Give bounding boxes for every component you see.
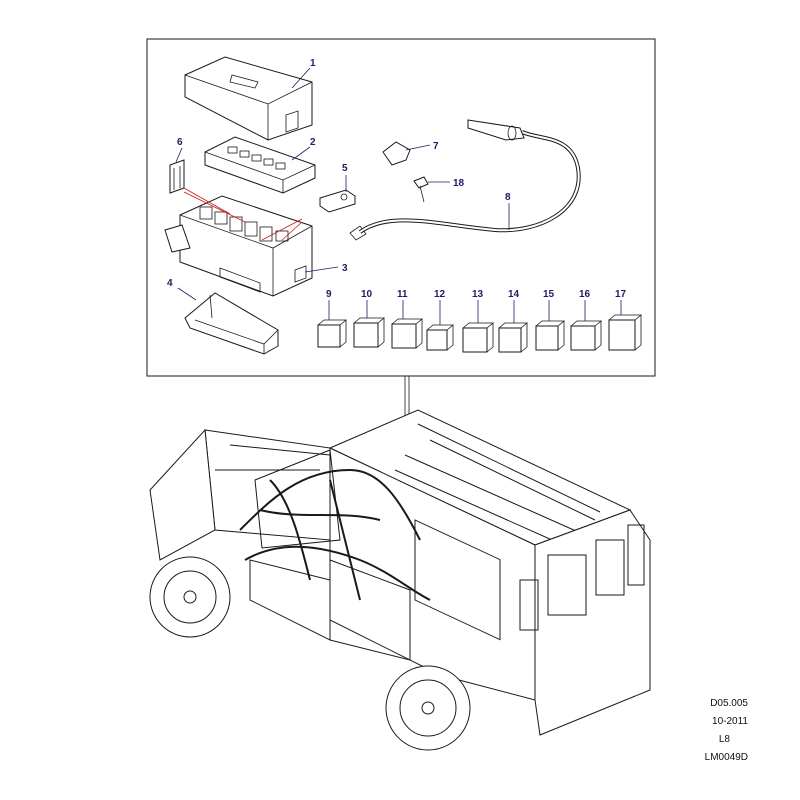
callout-relay: 9 (326, 289, 332, 300)
leader-lines (175, 67, 622, 325)
clip-icon (382, 141, 411, 166)
inset-frame (146, 38, 656, 377)
callout-relay: 16 (579, 289, 591, 300)
fuse-box-cover-icon (184, 56, 313, 141)
callout-2: 2 (310, 137, 316, 148)
model-code: L8 (718, 734, 730, 745)
fuse-location-markers (183, 187, 303, 241)
callout-8: 8 (505, 192, 511, 203)
callout-relay: 13 (472, 289, 484, 300)
callout-5: 5 (342, 163, 348, 174)
callout-6: 6 (177, 137, 183, 148)
callout-18: 18 (453, 178, 465, 189)
issue-date: 10-2011 (712, 716, 748, 727)
earth-stud-icon (319, 189, 356, 213)
callout-relay: 15 (543, 289, 555, 300)
callout-7: 7 (433, 141, 439, 152)
callout-relay: 10 (361, 289, 373, 300)
reference-code: D05.005 (710, 698, 748, 709)
fuse-box-bracket-icon (184, 292, 279, 355)
screw-icon (413, 176, 429, 203)
relay-icon (498, 322, 529, 353)
callout-relay: 11 (397, 289, 408, 300)
relay-row (317, 314, 643, 353)
callout-1: 1 (310, 58, 316, 69)
relay-icon (535, 320, 566, 351)
relay-icon (570, 320, 603, 351)
fuse-panel-icon (204, 136, 316, 194)
illustration-code: LM0049D (704, 752, 748, 763)
relay-icon (391, 318, 424, 349)
relay-icon (462, 322, 495, 353)
relay-icon (353, 317, 386, 348)
callout-relay: 17 (615, 289, 627, 300)
wiring-harness-icon (239, 468, 431, 601)
callout-relay: 12 (434, 289, 446, 300)
callout-3: 3 (342, 263, 348, 274)
relay-icon (426, 324, 455, 351)
callout-4: 4 (167, 278, 173, 289)
vehicle-icon (149, 409, 651, 751)
fuse-box-body-icon (164, 195, 313, 297)
cable-icon (349, 119, 581, 241)
relay-icon (317, 319, 348, 348)
fuse-icon (169, 159, 185, 194)
relay-icon (608, 314, 643, 351)
callout-relay: 14 (508, 289, 520, 300)
